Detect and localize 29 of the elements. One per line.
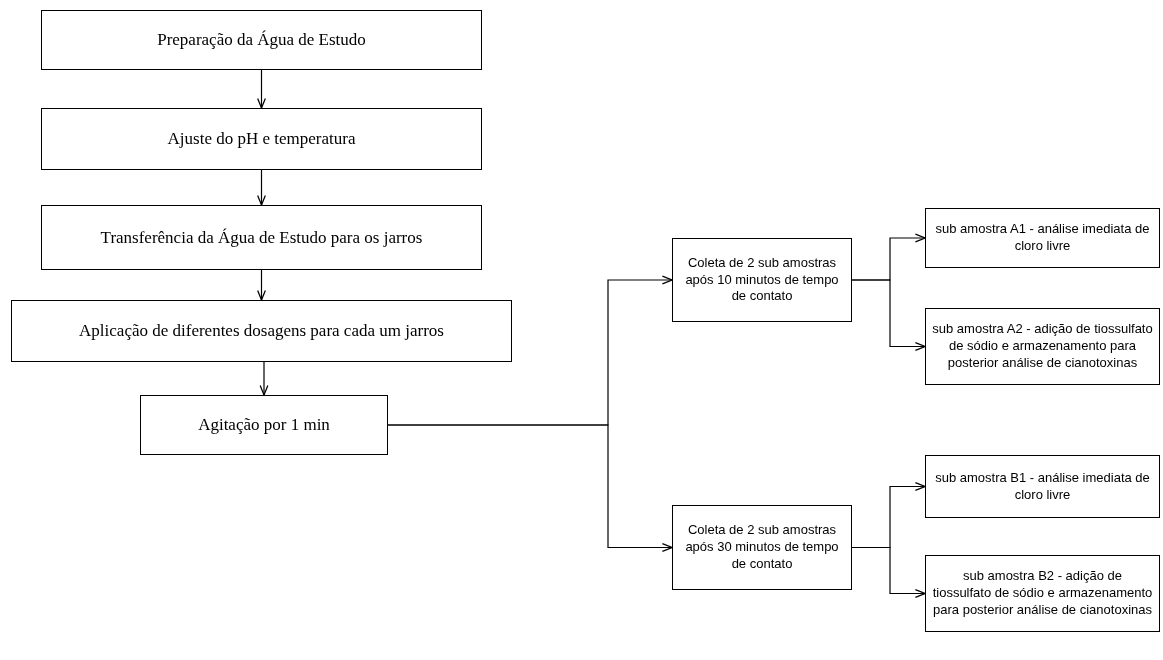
box-text: Coleta de 2 sub amostras após 30 minutos de tempo de contato [684,522,840,573]
box-text: sub amostra B2 - adição de tiossulfato de sódio e armazenamento para posterior análise de cianotoxinas [932,568,1153,619]
arrow [387,424,673,552]
box-text: Coleta de 2 sub amostras após 10 minutos de tempo de contato [684,254,840,306]
process-box [925,208,1160,268]
process-box [41,108,482,170]
process-box [925,308,1160,385]
box-text: sub amostra A1 - análise imediata de cloro livre [934,221,1151,255]
box-text: Preparação da Água de Estudo [157,30,366,50]
process-box [925,455,1160,518]
arrow [257,269,266,301]
process-box [140,395,388,455]
process-box [925,555,1160,632]
process-box [672,238,852,322]
process-box [41,10,482,70]
box-text: Aplicação de diferentes dosagens para cada um jarros [79,321,444,341]
arrow [851,279,926,351]
process-box [41,205,482,270]
box-text: Ajuste do pH e temperatura [167,129,356,149]
box-text: Transferência da Água de Estudo para os jarros [100,227,423,248]
box-text: sub amostra B1 - análise imediata de cloro livre [934,469,1151,504]
process-box [672,505,852,590]
box-text: sub amostra A2 - adição de tiossulfato de sódio e armazenamento para posterior análise de cianotoxinas [932,321,1153,372]
arrow [851,546,926,598]
arrow [259,361,269,396]
process-box [11,300,512,362]
arrow [257,169,266,206]
box-text: Agitação por 1 min [198,415,330,435]
arrow [257,69,266,109]
